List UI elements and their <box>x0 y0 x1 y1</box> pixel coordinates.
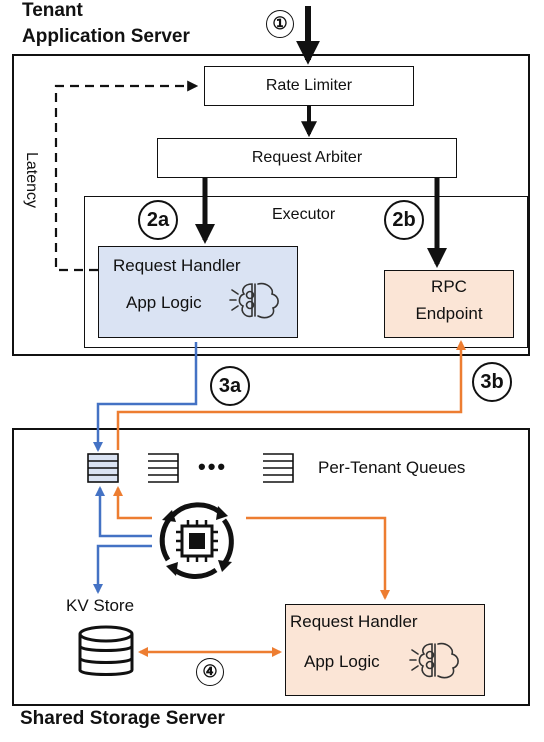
rpc-endpoint-box <box>384 270 514 338</box>
storage-app-logic-label: App Logic <box>304 652 380 671</box>
request-arbiter-box: Request Arbiter <box>157 138 457 178</box>
request-handler-label: Request Handler <box>113 256 241 275</box>
storage-request-handler-label: Request Handler <box>290 612 418 631</box>
step-3b-marker: 3b <box>472 362 512 402</box>
cpu-refresh-icon <box>159 502 234 579</box>
app-server-title-line1: Tenant <box>22 0 83 21</box>
storage-server-title: Shared Storage Server <box>20 708 225 729</box>
latency-feedback-arrow <box>54 80 199 272</box>
queue-icon <box>87 453 119 483</box>
orange-path-3b <box>116 340 466 450</box>
per-tenant-queues-label: Per-Tenant Queues <box>318 458 466 477</box>
queue-ellipsis: ••• <box>198 454 228 479</box>
blue-path-cpu-to-queue <box>95 486 152 538</box>
app-server-title-line2: Application Server <box>22 26 190 47</box>
step-3a-marker: 3a <box>210 366 250 406</box>
orange-path-cpu-to-handler <box>246 516 390 600</box>
brain-cog-icon <box>409 642 459 679</box>
step-2a-marker: 2a <box>138 200 178 240</box>
rpc-endpoint-line2: Endpoint <box>415 304 483 323</box>
app-logic-label: App Logic <box>126 293 202 312</box>
kv-store-label: KV Store <box>66 596 135 615</box>
queue-icon <box>148 453 179 483</box>
blue-path-cpu-to-kv <box>93 544 152 594</box>
queue-icon <box>263 453 294 483</box>
executor-label: Executor <box>272 206 336 223</box>
blue-path-3a <box>93 342 198 452</box>
database-icon <box>78 625 134 676</box>
step-2b-marker: 2b <box>384 200 424 240</box>
request-handler-box <box>98 246 298 338</box>
rate-limiter-box: Rate Limiter <box>204 66 414 106</box>
orange-path-cpu-to-queue <box>113 486 152 520</box>
brain-cog-icon <box>229 282 279 319</box>
step-4-marker: ④ <box>196 658 224 686</box>
rpc-endpoint-line1: RPC <box>431 277 467 296</box>
step-1-marker: ① <box>266 10 294 38</box>
